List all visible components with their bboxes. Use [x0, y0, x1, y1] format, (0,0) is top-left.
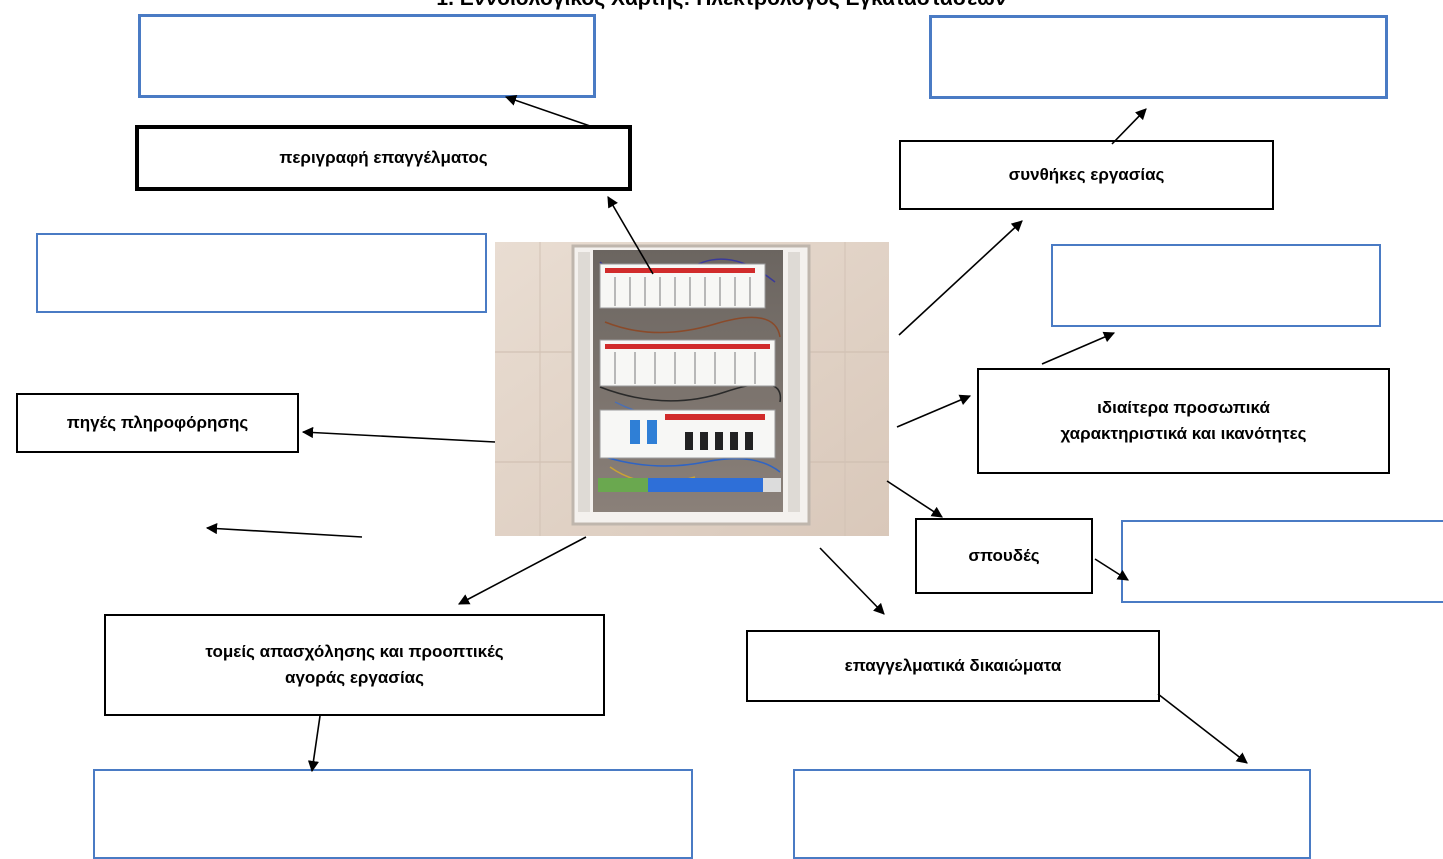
arrow [1041, 331, 1116, 365]
concept-label-line: αγοράς εργασίας [285, 668, 424, 687]
arrow [819, 547, 885, 615]
arrow [1094, 558, 1129, 581]
arrow [301, 426, 496, 443]
arrow [504, 94, 591, 127]
concept-label: συνθήκες εργασίας [1008, 164, 1165, 184]
arrow [458, 536, 587, 605]
concept-box-studies: σπουδές [915, 518, 1093, 594]
answer-box-studies[interactable] [1121, 520, 1443, 603]
concept-label: ιδιαίτερα προσωπικά χαρακτηριστικά και ι… [1060, 395, 1306, 448]
concept-box-conditions: συνθήκες εργασίας [899, 140, 1274, 210]
answer-box-description[interactable] [138, 14, 596, 98]
concept-label: σπουδές [968, 545, 1040, 565]
concept-label: τομείς απασχόλησης και προοπτικές αγοράς… [205, 639, 503, 692]
answer-box-traits[interactable] [1051, 244, 1381, 327]
arrow [896, 394, 972, 428]
answer-box-left[interactable] [36, 233, 487, 313]
concept-box-sources: πηγές πληροφόρησης [16, 393, 299, 453]
concept-box-traits: ιδιαίτερα προσωπικά χαρακτηριστικά και ι… [977, 368, 1390, 474]
answer-box-rights[interactable] [793, 769, 1311, 859]
answer-box-sectors[interactable] [93, 769, 693, 859]
concept-box-sectors: τομείς απασχόλησης και προοπτικές αγοράς… [104, 614, 605, 716]
arrow [1111, 108, 1147, 145]
arrow [886, 480, 943, 518]
page-title: 1. Εννοιολογικός Χάρτης: Ηλεκτρολόγος Εγ… [0, 0, 1443, 11]
concept-label-line: τομείς απασχόλησης και προοπτικές [205, 641, 504, 661]
arrow [1157, 693, 1248, 764]
concept-box-rights: επαγγελματικά δικαιώματα [746, 630, 1160, 702]
concept-label: επαγγελματικά δικαιώματα [844, 655, 1062, 675]
arrow [307, 715, 321, 773]
arrow [607, 196, 654, 275]
electrical-panel-photo [495, 242, 889, 536]
concept-box-description: περιγραφή επαγγέλματος [135, 125, 632, 191]
answer-box-conditions[interactable] [929, 15, 1388, 99]
concept-label-line: ιδιαίτερα προσωπικά [1097, 397, 1270, 417]
concept-label-line: χαρακτηριστικά και ικανότητες [1060, 424, 1307, 443]
arrow [898, 220, 1023, 336]
arrow [205, 522, 363, 538]
concept-label: πηγές πληροφόρησης [66, 412, 249, 432]
concept-label: περιγραφή επαγγέλματος [279, 147, 488, 167]
